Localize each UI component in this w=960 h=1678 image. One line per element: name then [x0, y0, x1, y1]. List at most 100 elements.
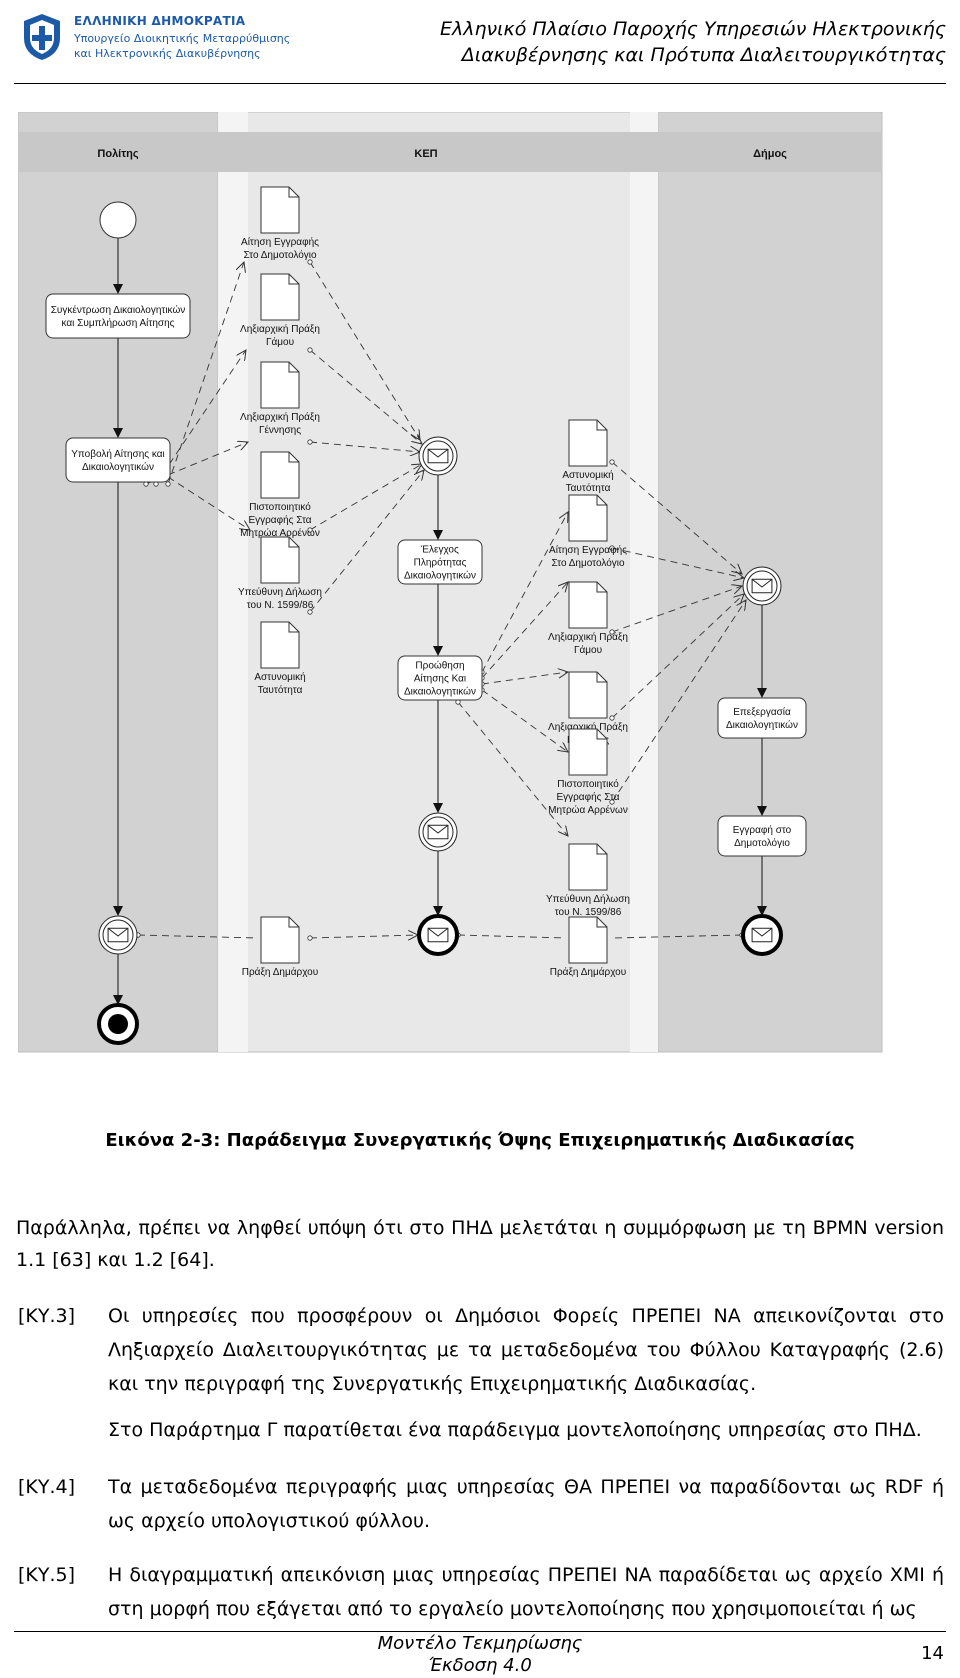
message-event-citizen [98, 915, 138, 955]
document-icon [568, 419, 608, 467]
data-association [309, 441, 420, 452]
task-submit-box [65, 437, 171, 483]
task-submit-label-line: Δικαιολογητικών [82, 461, 154, 473]
message-event-dimos-end [741, 914, 783, 956]
document-fold [596, 495, 607, 506]
document-kep-label: Υπεύθυνη Δήλωση του Ν. 1599/86 [546, 893, 630, 918]
lane-gap [630, 112, 658, 1052]
document-icon [260, 361, 300, 409]
task-forward-label-line: Προώθηση [415, 660, 464, 672]
document-mayor-act-label: Πράξη Δημάρχου [550, 966, 626, 978]
document-kep-label-line: Μητρώα Αρρένων [548, 804, 628, 816]
document-icon [568, 494, 608, 542]
task-forward-box [397, 655, 483, 701]
document-mayor-act-label: Πράξη Δημάρχου [242, 966, 318, 978]
association-anchor [307, 935, 313, 941]
association-anchor [307, 259, 313, 265]
document-icon [260, 186, 300, 234]
document-kep-label-line: Υπεύθυνη Δήλωση [546, 893, 630, 905]
association-anchor [609, 629, 615, 635]
document-kep-label-line: του Ν. 1599/86 [555, 907, 622, 918]
envelope-flap [427, 448, 449, 458]
data-association [611, 547, 744, 578]
task-process-box [717, 697, 807, 739]
requirement-text: Οι υπηρεσίες που προσφέρουν οι Δημόσιοι … [108, 1305, 944, 1395]
document-citizen-label-line: Υπεύθυνη Δήλωση [238, 586, 322, 598]
document-icon [260, 536, 300, 584]
data-association [457, 701, 568, 836]
sequence-flows-layer [113, 238, 767, 1005]
document-kep-label-line: Στο Δημοτολόγιο [551, 557, 625, 569]
document-kep-label-line: Γάμου [574, 644, 602, 656]
document-kep-label-line: Εγγραφής Στα [556, 791, 619, 803]
message-event-kep-notify [418, 812, 458, 852]
task-register-box [717, 815, 807, 857]
data-association [481, 582, 568, 679]
document-icon [568, 843, 608, 891]
task-process-label-line: Επεξεργασία [733, 706, 791, 718]
document-citizen-label-line: Γάμου [266, 336, 294, 348]
data-association [611, 461, 742, 574]
org-line-3: και Ηλεκτρονικής Διακυβέρνησης [74, 47, 261, 60]
document-fold [288, 274, 299, 285]
end-event-core [108, 1014, 128, 1034]
task-collect-label-line: Συγκέντρωση Δικαιολογητικών [51, 304, 186, 316]
figure-caption: Εικόνα 2-3: Παράδειγμα Συνεργατικής Όψης… [105, 1130, 855, 1151]
footer-rule [14, 1631, 946, 1632]
requirement-text: Τα μεταδεδομένα περιγραφής μιας υπηρεσία… [108, 1476, 944, 1532]
data-association [481, 689, 568, 752]
data-association [309, 464, 422, 531]
data-association [457, 934, 567, 939]
requirement-text: Η διαγραμματική απεικόνιση μιας υπηρεσία… [108, 1564, 944, 1620]
document-icon [260, 273, 300, 321]
document-icon [568, 916, 608, 964]
page-number: 14 [921, 1643, 944, 1664]
document-icon [568, 671, 608, 719]
org-line-2: Υπουργείο Διοικητικής Μεταρρύθμισης [74, 32, 291, 45]
document-citizen-label-line: Πιστοποιητικό [249, 501, 311, 513]
task-check-label-line: Έλεγχος [420, 545, 459, 556]
association-anchor [165, 481, 171, 487]
message-event-dimos-receive [742, 566, 782, 606]
document-citizen-label-line: Ταυτότητα [258, 684, 303, 696]
envelope-flap [751, 927, 773, 937]
document-citizen-label-line: Αίτηση Εγγραφής [241, 236, 319, 248]
envelope-flap [427, 927, 449, 937]
intro-paragraph: Παράλληλα, πρέπει να ληφθεί υπόψη ότι στ… [16, 1217, 944, 1271]
document-icon [260, 621, 300, 669]
document-fold [288, 452, 299, 463]
data-association [611, 600, 746, 803]
document-citizen-label-line: Αστυνομική [254, 671, 305, 683]
document-icon [568, 581, 608, 629]
document-fold [288, 622, 299, 633]
document-citizen-label-line: του Ν. 1599/86 [247, 600, 314, 611]
document-mayor-act: Πράξη Δημάρχου [242, 916, 318, 978]
document-mayor-act-label-line: Πράξη Δημάρχου [242, 966, 318, 978]
document-kep: Υπεύθυνη Δήλωση του Ν. 1599/86 [546, 843, 630, 918]
document-kep-label-line: Πιστοποιητικό [557, 778, 619, 790]
document-fold [288, 362, 299, 373]
document-kep-label-line: Ταυτότητα [566, 482, 611, 494]
document-citizen-label-line: Ληξιαρχική Πράξη [240, 323, 320, 335]
task-process-label-line: Δικαιολογητικών [726, 719, 798, 731]
document-kep-label-line: Αστυνομική [562, 469, 613, 481]
document-fold [288, 917, 299, 928]
header-rule [14, 83, 946, 84]
task-submit-label-line: Υποβολή Αίτησης και [71, 448, 165, 460]
